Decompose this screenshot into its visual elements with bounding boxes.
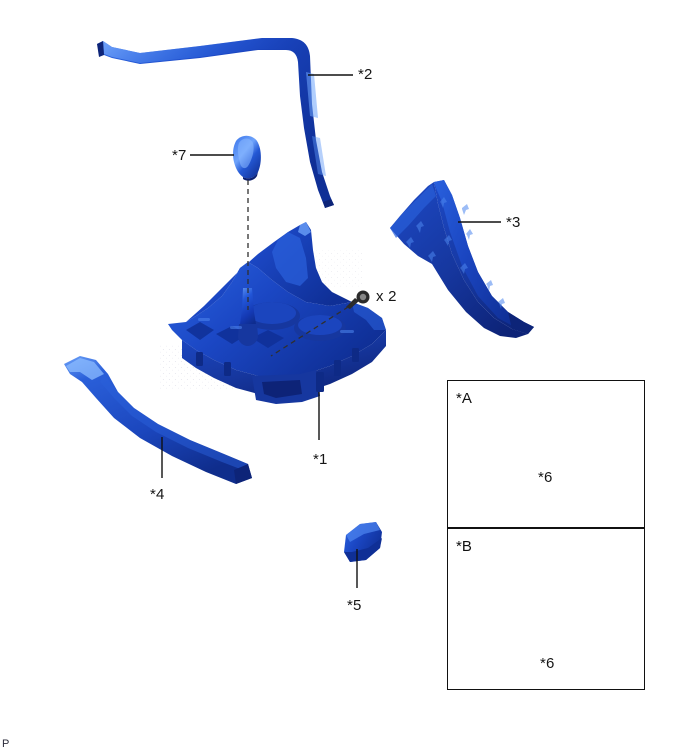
- leader-lines: [161, 74, 501, 588]
- callout-label-5: *5: [347, 597, 362, 614]
- bolt-quantity-label: x 2: [376, 288, 397, 305]
- part-shift-lever-housing-assembly: [160, 222, 386, 404]
- part-shift-lever-knob: [233, 135, 261, 181]
- callout-label-3: *3: [506, 214, 521, 231]
- part-console-side-panel-garnish: [390, 180, 534, 338]
- part-instrument-panel-garnish-molding: [97, 38, 334, 208]
- inset-box-a: [447, 380, 645, 528]
- inset-b-callout-6: *6: [540, 655, 555, 672]
- corner-page-mark: P: [2, 738, 10, 750]
- callout-label-1: *1: [313, 451, 328, 468]
- inset-a-callout-6: *6: [538, 469, 553, 486]
- callout-label-7: *7: [172, 147, 187, 164]
- inset-box-b: [447, 528, 645, 690]
- callout-label-2: *2: [358, 66, 373, 83]
- inset-b-title: *B: [456, 538, 472, 555]
- part-small-cap-plug: [344, 522, 382, 562]
- part-console-side-trim-strip: [64, 356, 252, 484]
- inset-a-title: *A: [456, 390, 472, 407]
- assembly-guide-lines: [247, 180, 357, 357]
- callout-label-4: *4: [150, 486, 165, 503]
